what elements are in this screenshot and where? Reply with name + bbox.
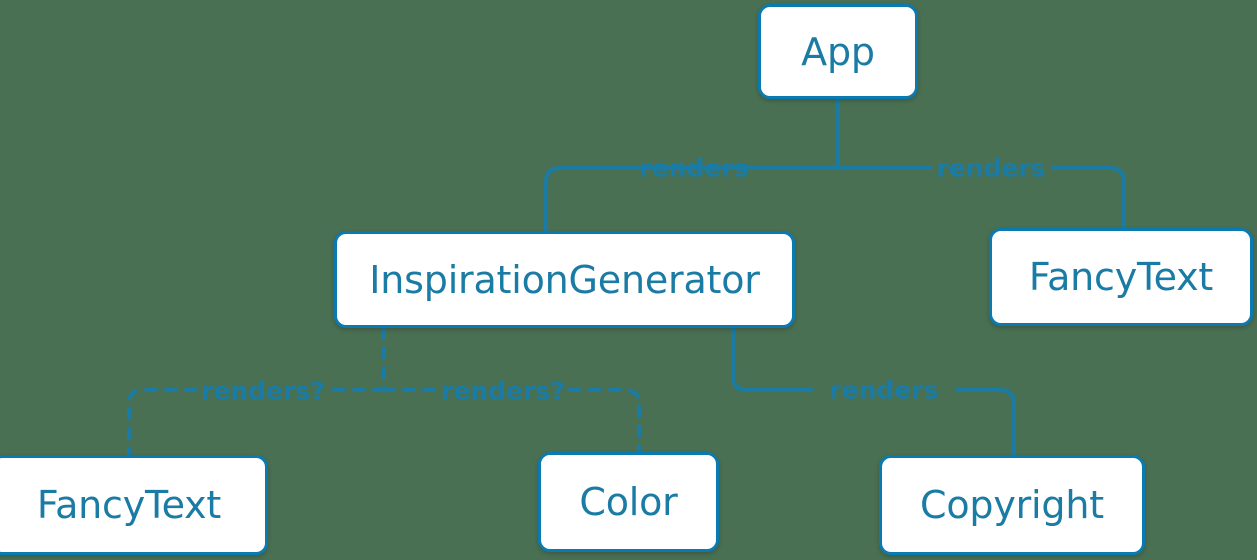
node-inspirationgenerator-label: InspirationGenerator	[369, 257, 760, 302]
node-color[interactable]: Color	[538, 452, 719, 552]
edge-label-app-fancytext: renders	[936, 153, 1046, 183]
node-copyright[interactable]: Copyright	[879, 455, 1145, 555]
node-copyright-label: Copyright	[920, 483, 1104, 527]
edge-inspirationgenerator-to-copyright	[731, 326, 814, 392]
edge-label-inspirationgenerator-color: renders?	[441, 376, 565, 406]
edge-app-to-fancytext-right-tail	[1051, 166, 1126, 230]
node-fancytext-bottom[interactable]: FancyText	[0, 455, 268, 555]
edge-label-inspirationgenerator-copyright: renders	[829, 375, 939, 405]
edge-app-to-fancytext-right	[836, 97, 932, 170]
node-app[interactable]: App	[758, 4, 918, 99]
node-fancytext-right[interactable]: FancyText	[989, 228, 1253, 326]
edge-inspirationgenerator-to-copyright-tail	[955, 388, 1016, 457]
node-fancytext-right-label: FancyText	[1028, 255, 1214, 299]
node-inspirationgenerator[interactable]: InspirationGenerator	[334, 231, 795, 328]
edge-inspirationgenerator-to-fancytext-bottom-tail	[127, 388, 198, 457]
node-fancytext-bottom-label: FancyText	[36, 483, 222, 527]
node-color-label: Color	[579, 480, 678, 524]
edge-label-app-inspirationgenerator: renders	[639, 153, 749, 183]
edge-inspirationgenerator-to-color-tail	[568, 388, 641, 454]
node-app-label: App	[801, 29, 875, 74]
edge-app-to-inspirationgenerator-tail	[544, 166, 750, 233]
edge-label-inspirationgenerator-fancytext: renders?	[201, 376, 325, 406]
